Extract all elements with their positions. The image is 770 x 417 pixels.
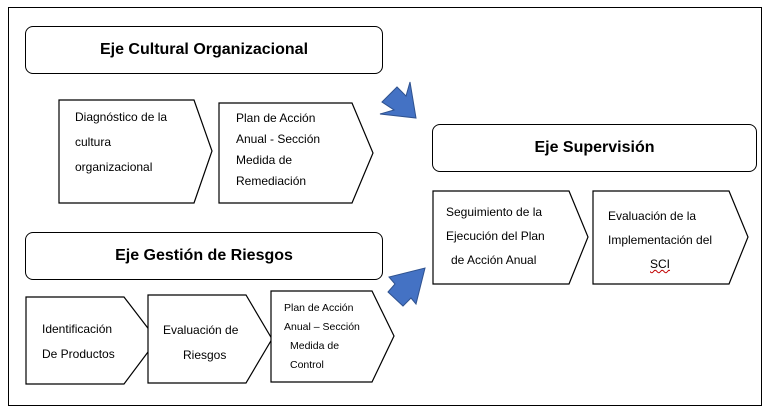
step-plan-remediacion-line-4: Remediación: [236, 174, 307, 188]
step-plan-remediacion-shape: [218, 102, 374, 204]
header-eje-cultural: Eje Cultural Organizacional: [25, 26, 383, 74]
step-identificacion-line-1: Identificación: [42, 322, 113, 336]
step-identificacion-shape: [25, 296, 158, 385]
step-plan-control-line-1: Plan de Acción: [284, 302, 354, 314]
step-diagnostico-line-2: cultura: [75, 135, 112, 149]
arrow-down-right-icon: [379, 81, 417, 119]
header-eje-riesgos-title: Eje Gestión de Riesgos: [115, 247, 293, 264]
step-plan-control-line-3: Medida de: [290, 340, 340, 352]
arrow-up-right-icon: [387, 267, 426, 307]
step-plan-control-shape: [270, 290, 395, 383]
step-diagnostico: Diagnóstico de la cultura organizacional: [58, 99, 213, 204]
header-eje-cultural-title: Eje Cultural Organizacional: [99, 41, 309, 58]
step-evaluacion-riesgos-line-1: Evaluación de: [163, 323, 239, 337]
diagram-frame: [8, 7, 762, 406]
step-plan-control-line-4: Control: [290, 359, 324, 371]
step-evaluacion-riesgos-line-2: Riesgos: [183, 348, 227, 362]
step-diagnostico-shape: [58, 99, 213, 204]
step-evaluacion-sci-line-3: SCI: [650, 257, 671, 271]
step-seguimiento-line-3: de Acción Anual: [451, 253, 537, 267]
header-eje-riesgos: Eje Gestión de Riesgos: [25, 232, 383, 280]
step-diagnostico-line-1: Diagnóstico de la: [75, 110, 168, 124]
step-plan-control-line-2: Anual – Sección: [284, 321, 360, 333]
step-seguimiento-line-2: Ejecución del Plan: [446, 229, 545, 243]
header-eje-supervision-title: Eje Supervisión: [534, 139, 655, 156]
step-plan-remediacion-line-2: Anual - Sección: [236, 132, 321, 146]
step-evaluacion-riesgos-shape: [147, 294, 273, 384]
step-plan-remediacion-line-3: Medida de: [236, 153, 293, 167]
step-identificacion-line-2: De Productos: [42, 347, 115, 361]
step-evaluacion-sci-line-1: Evaluación de la: [608, 209, 697, 223]
step-plan-remediacion-line-1: Plan de Acción: [236, 111, 316, 125]
step-evaluacion-sci: Evaluación de la Implementación del SCI: [592, 190, 749, 285]
step-plan-remediacion: Plan de Acción Anual - Sección Medida de…: [218, 102, 374, 204]
step-seguimiento-line-1: Seguimiento de la: [446, 205, 543, 219]
step-plan-control: Plan de Acción Anual – Sección Medida de…: [270, 290, 395, 383]
step-evaluacion-riesgos: Evaluación de Riesgos: [147, 294, 273, 384]
step-seguimiento-shape: [432, 190, 589, 285]
step-seguimiento: Seguimiento de la Ejecución del Plan de …: [432, 190, 589, 285]
header-eje-supervision: Eje Supervisión: [432, 124, 757, 172]
step-evaluacion-sci-line-2: Implementación del: [608, 233, 713, 247]
step-evaluacion-sci-shape: [592, 190, 749, 285]
step-identificacion: Identificación De Productos: [25, 296, 158, 385]
step-diagnostico-line-3: organizacional: [75, 160, 153, 174]
